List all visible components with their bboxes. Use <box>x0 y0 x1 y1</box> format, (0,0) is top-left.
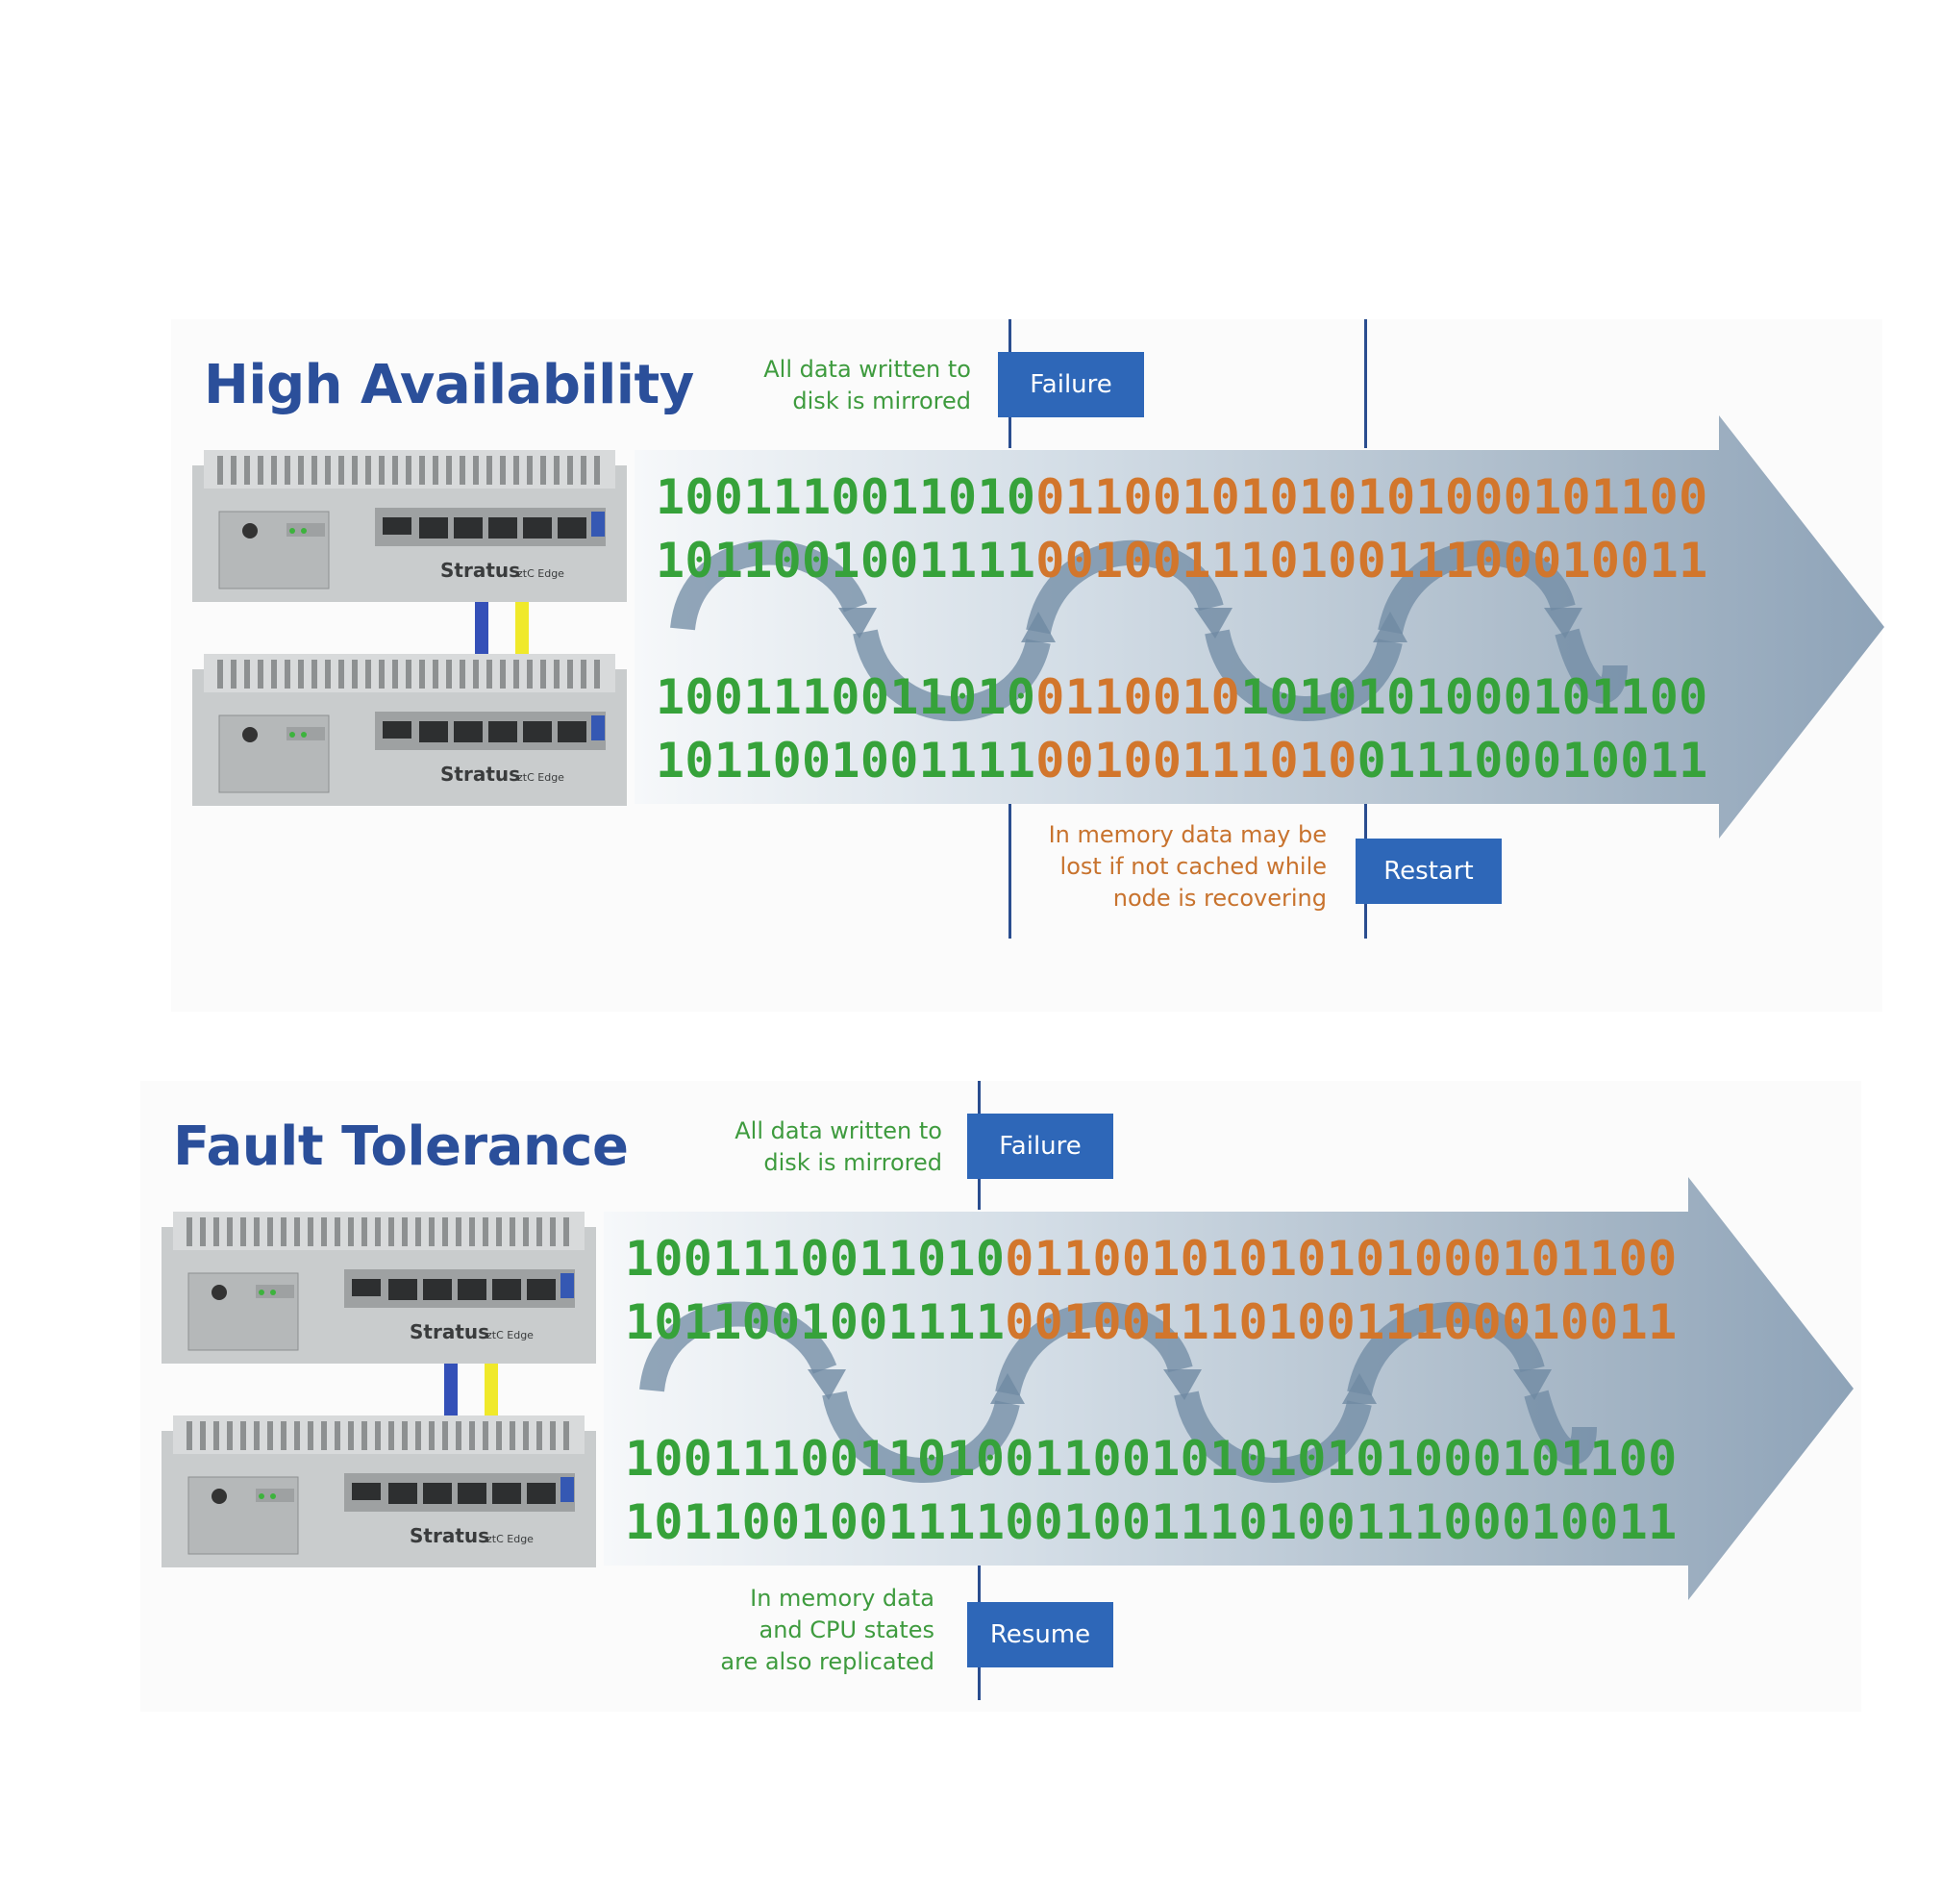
ft-failure-marker: Failure <box>967 1114 1113 1179</box>
ha-cable-yellow <box>515 598 529 656</box>
ha-note-top-line1: All data written to <box>763 356 971 383</box>
ft-row1-orange: 01100101010101000101100 <box>1005 1231 1678 1287</box>
ft-title: Fault Tolerance <box>173 1115 629 1178</box>
ha-note-bottom-line1: In memory data may be <box>1048 821 1327 848</box>
ft-note-bottom-line3: are also replicated <box>720 1648 934 1675</box>
ft-cable-yellow <box>485 1360 498 1417</box>
ft-row1-green: 1001110011010 <box>625 1231 1006 1287</box>
ft-cable-blue <box>444 1360 458 1417</box>
ft-server-top-brand: Stratus <box>410 1320 489 1343</box>
ha-row4-green: 1011001001111 <box>656 733 1036 789</box>
ft-note-bottom-line2: and CPU states <box>759 1616 934 1643</box>
ft-resume-marker: Resume <box>967 1602 1113 1667</box>
ha-note-bottom: In memory data may be lost if not cached… <box>1009 819 1327 914</box>
ha-binary-row-3: 100111001101001100101010101000101100 <box>656 669 1708 725</box>
ha-row4-orange: 00100111010 <box>1035 733 1357 789</box>
ha-row3-green-tail: 1010101000101100 <box>1240 669 1708 725</box>
ha-binary-row-2: 101100100111100100111010011100010011 <box>656 533 1708 589</box>
ft-note-bottom-line1: In memory data <box>750 1585 934 1612</box>
ha-row2-orange: 00100111010011100010011 <box>1035 533 1708 589</box>
ft-server-bottom-brand: Stratus <box>410 1524 489 1547</box>
ft-note-top: All data written to disk is mirrored <box>702 1115 942 1179</box>
ft-row4-green: 1011001001111 <box>625 1494 1006 1550</box>
ft-note-bottom: In memory data and CPU states are also r… <box>692 1583 934 1678</box>
ft-server-top-model: ztC Edge <box>486 1329 534 1341</box>
ha-server-bottom-model: ztC Edge <box>517 771 564 784</box>
ha-restart-line-top <box>1364 319 1367 448</box>
ha-server-top-model: ztC Edge <box>517 567 564 580</box>
ft-row2-orange: 00100111010011100010011 <box>1005 1294 1678 1350</box>
ft-binary-row-4: 101100100111100100111010011100010011 <box>625 1494 1678 1550</box>
ha-binary-row-4: 101100100111100100111010011100010011 <box>656 733 1708 789</box>
ft-row2-green: 1011001001111 <box>625 1294 1006 1350</box>
ha-row4-green-tail: 011100010011 <box>1357 733 1708 789</box>
ft-server-bottom: Stratus ztC Edge <box>162 1415 596 1567</box>
ha-row2-green: 1011001001111 <box>656 533 1036 589</box>
ha-note-bottom-line2: lost if not cached while <box>1059 853 1327 880</box>
ha-server-top-brand: Stratus <box>440 559 520 582</box>
ha-note-top-line2: disk is mirrored <box>792 388 971 414</box>
ha-cable-blue <box>475 598 488 656</box>
ha-restart-marker: Restart <box>1356 839 1502 904</box>
ha-failure-line-bottom <box>1008 804 1011 939</box>
ha-row3-orange: 0110010 <box>1035 669 1241 725</box>
ha-server-bottom-brand: Stratus <box>440 763 520 786</box>
ft-binary-row-2: 101100100111100100111010011100010011 <box>625 1294 1678 1350</box>
ft-row3-green-b: 01100101010101000101100 <box>1005 1431 1678 1487</box>
ha-failure-marker: Failure <box>998 352 1144 417</box>
ft-note-top-line2: disk is mirrored <box>763 1149 942 1176</box>
ha-data-arrow <box>635 415 1884 839</box>
ha-binary-row-1: 100111001101001100101010101000101100 <box>656 469 1708 525</box>
ft-row4-green-b: 00100111010011100010011 <box>1005 1494 1678 1550</box>
ha-row1-green: 1001110011010 <box>656 469 1036 525</box>
ha-row3-green: 1001110011010 <box>656 669 1036 725</box>
ft-server-bottom-model: ztC Edge <box>486 1533 534 1545</box>
ha-note-top: All data written to disk is mirrored <box>731 354 971 417</box>
ft-data-arrow <box>604 1177 1854 1600</box>
ft-binary-row-3: 100111001101001100101010101000101100 <box>625 1431 1678 1487</box>
ft-binary-row-1: 100111001101001100101010101000101100 <box>625 1231 1678 1287</box>
ft-row3-green: 1001110011010 <box>625 1431 1006 1487</box>
ha-title: High Availability <box>204 354 694 416</box>
ha-server-top: Stratus ztC Edge <box>192 450 627 602</box>
ha-server-bottom: Stratus ztC Edge <box>192 654 627 806</box>
ft-server-top: Stratus ztC Edge <box>162 1212 596 1364</box>
ha-note-bottom-line3: node is recovering <box>1112 885 1327 912</box>
ft-note-top-line1: All data written to <box>734 1117 942 1144</box>
ha-row1-orange: 01100101010101000101100 <box>1035 469 1708 525</box>
